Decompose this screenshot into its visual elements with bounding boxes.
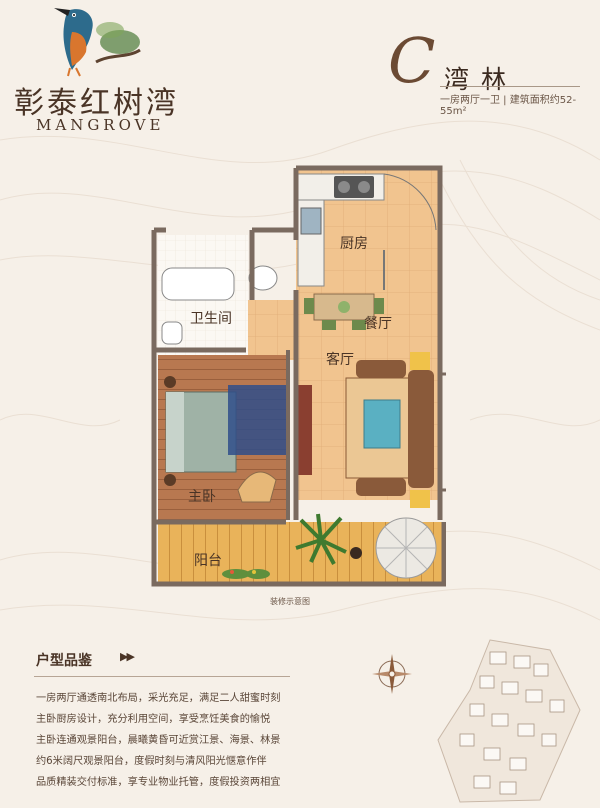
description-text: 一房两厅通透南北布局，采光充足，满足二人甜蜜时刻 主卧厨房设计，充分利用空间，享… (36, 688, 336, 793)
double-arrow-icon: ▶▶ (120, 650, 135, 663)
dining-chair-icon (304, 298, 314, 314)
description-line: 主卧连通观景阳台，晨曦黄昏可近赏江景、海景、林景 (36, 735, 281, 746)
description-line: 一房两厅通透南北布局，采光充足，满足二人甜蜜时刻 (36, 693, 281, 704)
unit-type-name: 湾林 (444, 65, 519, 94)
brand-name-cn: 彰泰红树湾 (14, 86, 179, 121)
description-line: 主卧厨房设计，充分利用空间，享受烹饪美食的愉悦 (36, 714, 271, 725)
unit-type-letter: C (388, 24, 436, 97)
sink-icon (300, 207, 322, 235)
dining-chair-icon (322, 320, 336, 330)
description-line: 约6米阔尺观景阳台，度假时刻与清风阳光惬意作伴 (36, 756, 267, 767)
room-label-bathroom: 卫生间 (190, 311, 232, 327)
dining-chair-icon (352, 320, 366, 330)
description-divider (34, 676, 290, 677)
armchair-icon (356, 360, 406, 378)
plan-caption: 装修示意图 (270, 597, 310, 606)
flower-bed-icon (222, 569, 270, 579)
stool-icon (350, 547, 362, 559)
unit-title-divider (440, 86, 580, 87)
nightstand-icon (164, 474, 176, 486)
room-label-master-bedroom: 主卧 (188, 489, 216, 505)
burner-icon (338, 181, 350, 193)
brand-name-en: MANGROVE (36, 116, 165, 134)
armchair-icon (356, 478, 406, 496)
bedroom-rug (228, 385, 288, 455)
coffee-table-icon (363, 399, 401, 449)
description-title: 户型品鉴 (36, 653, 92, 669)
dining-chair-icon (374, 298, 384, 314)
room-label-kitchen: 厨房 (340, 236, 368, 252)
washbasin-icon (248, 265, 278, 291)
nightstand-icon (164, 376, 176, 388)
side-table-icon (410, 490, 430, 508)
toilet-icon (161, 321, 183, 345)
room-label-living: 客厅 (326, 352, 354, 368)
kingfisher-logo-icon (54, 8, 141, 77)
room-label-dining: 餐厅 (364, 316, 392, 332)
plant-icon (338, 301, 350, 313)
walls (151, 165, 446, 587)
floor-plan (151, 165, 446, 587)
burner-icon (358, 181, 370, 193)
armchair-icon (237, 471, 277, 503)
room-label-balcony: 阳台 (194, 553, 222, 569)
kitchen-door-swing (383, 173, 437, 231)
site-plan-map (437, 639, 581, 803)
side-table-icon (410, 352, 430, 370)
pillow-icon (166, 392, 184, 472)
sofa-icon (408, 370, 434, 488)
bathtub-icon (161, 267, 235, 301)
unit-summary: 一房两厅一卫 | 建筑面积约52-55m² (440, 95, 577, 117)
description-line: 品质精装交付标准，享专业物业托管，度假投资两相宜 (36, 777, 281, 788)
compass-icon (372, 654, 412, 694)
palm-plant-icon (295, 513, 347, 565)
